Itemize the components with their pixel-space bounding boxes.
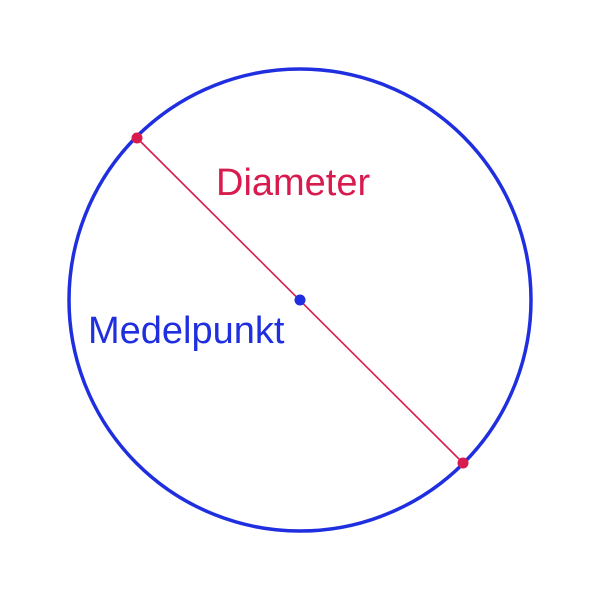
center-point	[294, 294, 306, 306]
circle-outline	[67, 67, 533, 533]
diameter-label: Diameter	[216, 162, 370, 204]
diameter-endpoint-top-left	[131, 132, 143, 144]
diameter-endpoint-bottom-right	[457, 457, 469, 469]
center-label: Medelpunkt	[88, 310, 285, 352]
